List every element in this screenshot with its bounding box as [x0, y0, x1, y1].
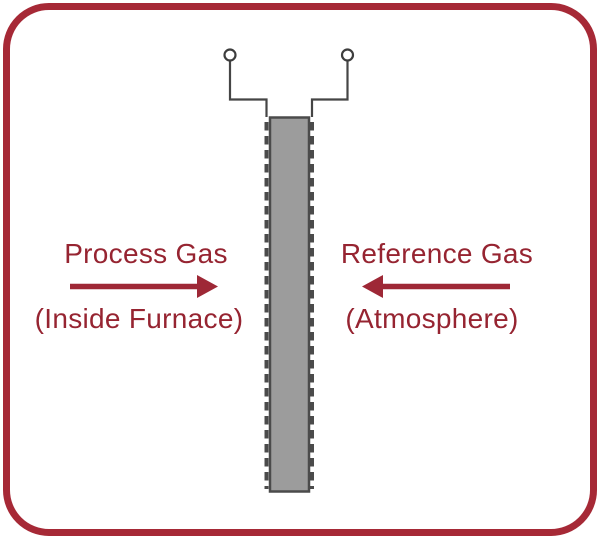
process-gas-arrow-head [197, 275, 218, 298]
rounded-border-frame [3, 3, 597, 536]
process-gas-title: Process Gas [64, 238, 228, 269]
reference-gas-title: Reference Gas [340, 238, 534, 269]
left-terminal-icon [223, 48, 237, 62]
left-lead-wire [228, 60, 268, 117]
right-terminal-icon [340, 48, 355, 62]
process-gas-subtitle: (Inside Furnace) [34, 303, 244, 334]
reference-gas-subtitle: (Atmosphere) [345, 303, 519, 334]
process-gas-arrow-right-icon [70, 275, 218, 298]
right-lead-wire [310, 60, 349, 117]
reference-gas-arrow-head [362, 275, 383, 298]
sensor-tube [268, 116, 311, 493]
reference-gas-arrow-left-icon [362, 275, 510, 298]
